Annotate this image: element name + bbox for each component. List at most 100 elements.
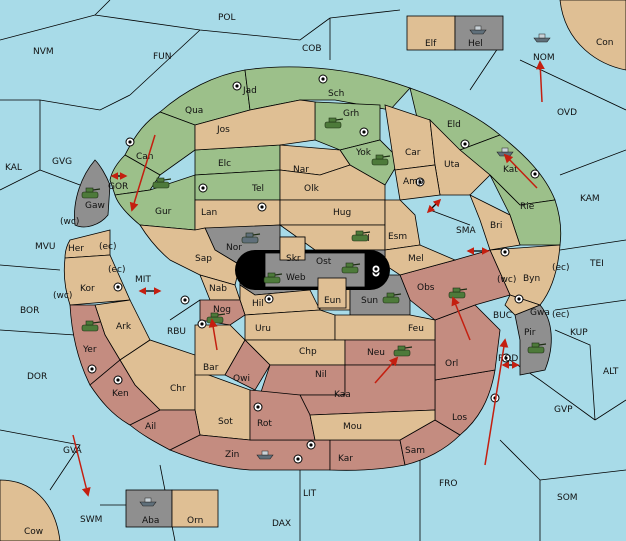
- island-orn[interactable]: [171, 489, 219, 528]
- province-label-her: Her: [68, 244, 84, 254]
- sea-label-cob: COB: [302, 44, 322, 54]
- supply-center-dot: [267, 297, 271, 301]
- sea-label-tei: TEI: [589, 259, 604, 269]
- fleet-unit-icon[interactable]: [469, 25, 487, 35]
- province-label-ail: Ail: [145, 422, 156, 432]
- sea-label-lit: LIT: [303, 489, 317, 499]
- sea-label-nom: NOM: [533, 53, 555, 63]
- sea-label-con: Con: [596, 38, 614, 48]
- army-unit-icon[interactable]: [263, 272, 283, 284]
- province-sap[interactable]: [139, 224, 241, 286]
- province-mou[interactable]: [309, 409, 436, 441]
- province-ail[interactable]: [129, 409, 201, 451]
- province-tel[interactable]: [194, 169, 281, 201]
- sea-label-rbu: RBU: [167, 327, 186, 337]
- province-label-kar: Kar: [338, 454, 353, 464]
- province-label-gaw: Gaw: [85, 201, 105, 211]
- province-label-chr: Chr: [170, 384, 186, 394]
- province-label-feu: Feu: [408, 324, 424, 334]
- island-label-hel: Hel: [468, 39, 483, 49]
- coast-label-ec3: (ec): [552, 263, 570, 273]
- province-pir[interactable]: [514, 304, 552, 376]
- army-unit-icon[interactable]: [393, 345, 413, 357]
- army-unit-icon[interactable]: [341, 262, 361, 274]
- province-gwa[interactable]: [504, 294, 542, 316]
- order-arrows: [72, 60, 545, 497]
- province-label-neu: Neu: [367, 348, 385, 358]
- sea-label-ovd: OVD: [557, 108, 577, 118]
- province-esm[interactable]: [384, 199, 421, 251]
- order-arrow: [129, 134, 156, 212]
- army-unit-icon[interactable]: [241, 232, 261, 244]
- fleet-unit-icon[interactable]: [256, 450, 274, 460]
- sea-label-kup: KUP: [570, 328, 588, 338]
- army-unit-icon[interactable]: [351, 230, 371, 242]
- fleet-unit-icon[interactable]: [533, 33, 551, 43]
- supply-center-dot: [321, 77, 325, 81]
- sea-label-kal: KAL: [5, 163, 22, 173]
- sea-label-som: SOM: [557, 493, 578, 503]
- army-unit-icon[interactable]: [371, 154, 391, 166]
- sea-label-dor: DOR: [27, 372, 47, 382]
- province-label-jad: Jad: [242, 86, 257, 96]
- province-ken[interactable]: [89, 359, 161, 426]
- supply-center-dot: [200, 322, 204, 326]
- sea-label-gvg: GVG: [52, 157, 72, 167]
- sea-label-gor: GOR: [108, 182, 128, 192]
- supply-center-dot: [296, 457, 300, 461]
- fleet-unit-icon[interactable]: [139, 497, 157, 507]
- sea-label-buc: BUC: [493, 311, 512, 321]
- army-unit-icon[interactable]: [382, 292, 402, 304]
- supply-center-dot: [463, 142, 467, 146]
- province-label-grh: Grh: [343, 109, 359, 119]
- province-nil[interactable]: [259, 364, 346, 396]
- supply-center-dot: [533, 172, 537, 176]
- province-neu[interactable]: [344, 339, 436, 366]
- supply-center-dot: [374, 267, 378, 271]
- province-label-chp: Chp: [299, 347, 317, 357]
- army-unit-icon[interactable]: [81, 187, 101, 199]
- province-label-byn: Byn: [523, 274, 540, 284]
- supply-center-dot: [260, 205, 264, 209]
- province-labels: Jad Sch Qua Jos Grh Eld Can Yok Car Nar …: [68, 86, 550, 464]
- province-label-kor: Kor: [80, 284, 95, 294]
- province-yer[interactable]: [69, 304, 121, 386]
- province-kor[interactable]: [63, 254, 131, 306]
- army-unit-icon[interactable]: [81, 320, 101, 332]
- coast-label-ec4: (ec): [552, 310, 570, 320]
- province-label-gur: Gur: [155, 207, 172, 217]
- sea-label-gvp: GVP: [554, 405, 573, 415]
- island-label-elf: Elf: [425, 39, 437, 49]
- province-jos[interactable]: [194, 99, 316, 151]
- army-unit-icon[interactable]: [152, 177, 172, 189]
- island-aba[interactable]: [125, 489, 173, 528]
- order-arrow: [451, 296, 471, 341]
- canal-arrows: [110, 172, 520, 369]
- supply-center-dot: [128, 140, 132, 144]
- sea-label-fro: FRO: [439, 479, 458, 489]
- province-label-orl: Orl: [445, 359, 458, 369]
- province-los[interactable]: [434, 369, 496, 436]
- province-label-hil: Hil: [252, 299, 264, 309]
- province-feu[interactable]: [334, 314, 436, 341]
- order-arrow: [208, 318, 218, 351]
- province-label-nor: Nor: [226, 243, 242, 253]
- army-unit-icon[interactable]: [527, 342, 547, 354]
- island-elf[interactable]: [406, 15, 456, 51]
- province-label-kaa: Kaa: [334, 390, 351, 400]
- province-label-esm: Esm: [388, 232, 407, 242]
- province-label-mel: Mel: [408, 254, 424, 264]
- order-arrow: [72, 434, 91, 497]
- province-label-jos: Jos: [216, 125, 230, 135]
- province-rie[interactable]: [489, 174, 562, 246]
- province-label-pir: Pir: [524, 328, 536, 338]
- sea-label-mit: MIT: [135, 275, 151, 285]
- supply-center-dot: [116, 285, 120, 289]
- sea-label-alt: ALT: [603, 367, 619, 377]
- province-label-kat: Kat: [503, 165, 518, 175]
- army-unit-icon[interactable]: [324, 117, 344, 129]
- province-label-olk: Olk: [304, 184, 320, 194]
- province-label-nog: Nog: [213, 305, 231, 315]
- supply-center-dot: [517, 297, 521, 301]
- province-label-uru: Uru: [255, 324, 271, 334]
